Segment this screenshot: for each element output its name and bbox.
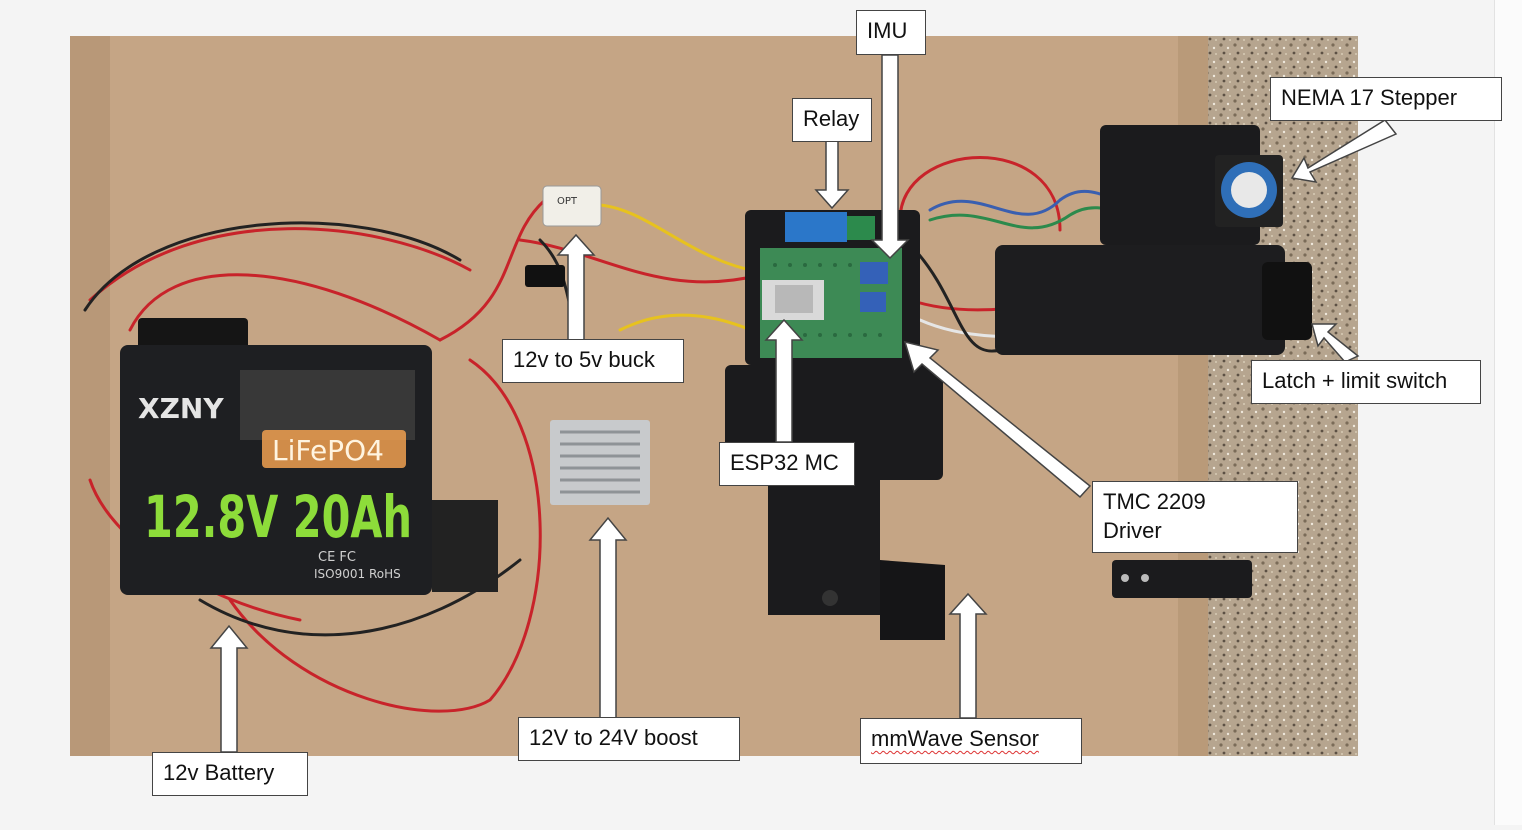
boost-converter [550,420,650,505]
callout-arrows [209,54,1398,753]
imu-arrow [870,54,910,260]
fuse-holder [525,265,565,287]
label-tmc: TMC 2209 Driver [1092,481,1298,553]
label-tmc-line2: Driver [1103,517,1162,543]
label-tmc-line1: TMC 2209 [1103,489,1206,514]
battery-marks-text: CE FC [318,550,356,565]
label-nema: NEMA 17 Stepper [1270,77,1502,121]
battery-chem-text: LiFePO4 [272,434,384,467]
label-mmwave: mmWave Sensor [860,718,1082,764]
battery-arrow [209,624,249,753]
battery: XZNY LiFePO4 12.8V 20Ah CE FC ISO9001 Ro… [120,318,498,595]
battery-spec-text: 12.8V 20Ah [144,483,412,551]
relay-arrow [814,139,850,210]
label-boost: 12V to 24V boost [518,717,740,761]
mmwave-arrow [948,592,988,719]
latch-arrow [1311,323,1360,363]
label-buck: 12v to 5v buck [502,339,684,383]
label-mmwave-text: mmWave Sensor [871,726,1039,751]
label-latch: Latch + limit switch [1251,360,1481,404]
board-left-shade [70,36,110,756]
esp32-arrow [764,318,804,443]
nema-arrow [1290,119,1398,184]
battery-brand-text: XZNY [138,392,224,425]
slide-margin [1494,0,1522,825]
label-esp32: ESP32 MC [719,442,855,486]
buck-arrow [556,233,596,346]
label-relay: Relay [792,98,872,142]
label-battery: 12v Battery [152,752,308,796]
label-imu: IMU [856,10,926,55]
battery-cert-text: ISO9001 RoHS [314,567,401,581]
boost-arrow [588,516,628,719]
tmc-arrow [903,340,1092,499]
stepper-latch-assembly [995,125,1312,598]
buck-converter: OPT [542,185,602,227]
buck-module-text: OPT [557,196,578,207]
